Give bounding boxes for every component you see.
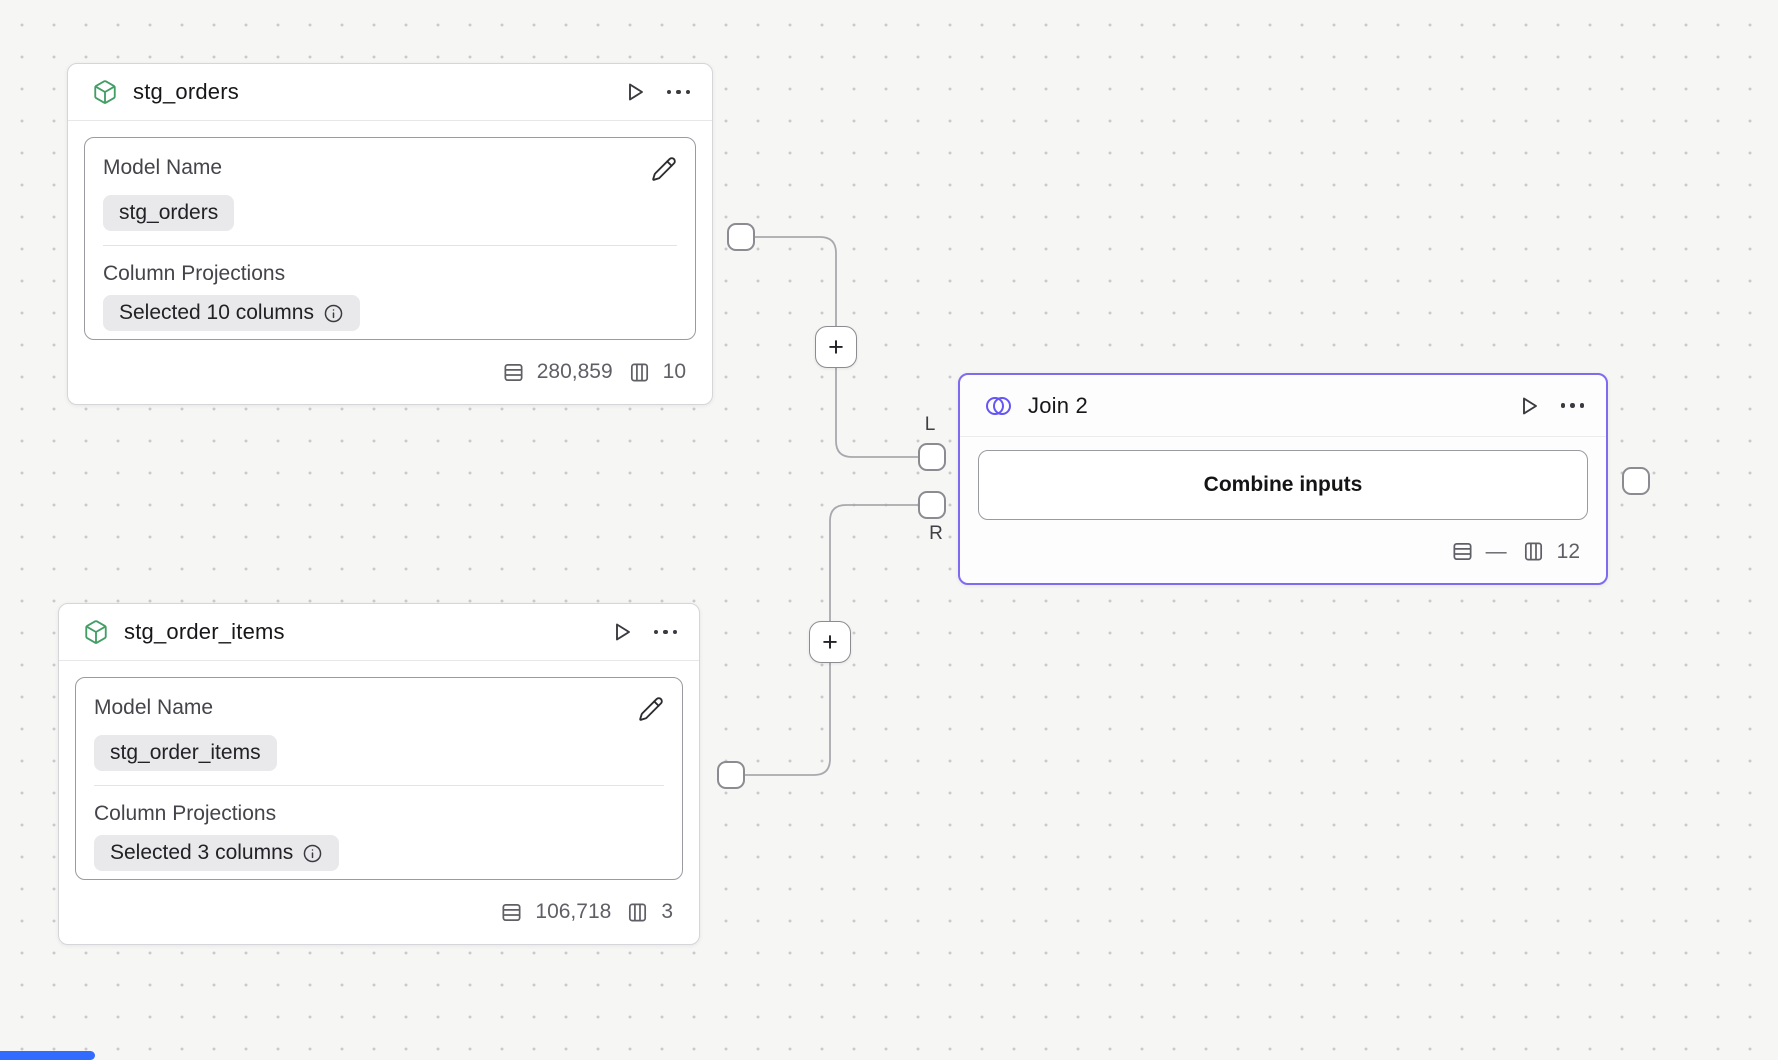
node-title: stg_order_items bbox=[124, 619, 285, 644]
output-port-stg-order-items[interactable] bbox=[717, 761, 745, 789]
join-circles-icon bbox=[984, 394, 1013, 418]
add-node-on-wire-button[interactable]: + bbox=[815, 326, 857, 368]
run-node-button[interactable] bbox=[1517, 394, 1541, 418]
column-projections-badge[interactable]: Selected 3 columns bbox=[94, 835, 340, 871]
node-stg-orders-header: stg_orders bbox=[68, 64, 712, 121]
add-node-on-wire-button[interactable]: + bbox=[809, 621, 851, 663]
node-stg-order-items-header: stg_order_items bbox=[59, 604, 699, 661]
node-stg-order-items[interactable]: stg_order_items Model Name stg_order_ite… bbox=[58, 603, 700, 945]
node-join-2[interactable]: Join 2 Combine inputs — 12 bbox=[958, 373, 1608, 585]
node-config-card: Model Name stg_order_items Column Projec… bbox=[75, 677, 683, 880]
info-icon bbox=[303, 844, 322, 862]
field-label: Model Name bbox=[94, 696, 214, 719]
model-name-badge[interactable]: stg_order_items bbox=[94, 735, 277, 771]
row-count: 280,859 bbox=[536, 360, 613, 383]
rows-icon bbox=[502, 361, 525, 384]
edit-pencil-icon[interactable] bbox=[651, 156, 677, 187]
info-icon bbox=[324, 304, 343, 322]
field-label: Model Name bbox=[103, 156, 223, 179]
node-stats-footer: 106,718 3 bbox=[59, 880, 699, 944]
run-node-button[interactable] bbox=[610, 620, 634, 644]
divider bbox=[94, 785, 664, 786]
node-title: stg_orders bbox=[133, 79, 239, 104]
join-input-port-right[interactable] bbox=[918, 491, 946, 519]
join-input-port-left[interactable] bbox=[918, 443, 946, 471]
field-label: Column Projections bbox=[103, 262, 286, 285]
node-menu-button[interactable] bbox=[1560, 399, 1584, 412]
row-count: — bbox=[1485, 539, 1507, 563]
model-name-badge[interactable]: stg_orders bbox=[103, 195, 235, 231]
node-join-header: Join 2 bbox=[960, 375, 1606, 437]
row-count: 106,718 bbox=[535, 900, 612, 923]
columns-icon bbox=[626, 901, 649, 924]
node-stg-orders[interactable]: stg_orders Model Name stg_orders Column … bbox=[67, 63, 713, 405]
model-cube-icon bbox=[92, 79, 118, 105]
node-config-card: Model Name stg_orders Column Projections… bbox=[84, 137, 696, 340]
columns-icon bbox=[1522, 540, 1545, 563]
horizontal-scrollbar[interactable] bbox=[0, 1051, 95, 1060]
model-cube-icon bbox=[83, 619, 109, 645]
column-count: 3 bbox=[661, 900, 673, 923]
left-input-label: L bbox=[924, 414, 936, 435]
combine-inputs-button[interactable]: Combine inputs bbox=[978, 450, 1588, 520]
node-menu-button[interactable] bbox=[666, 86, 690, 99]
columns-icon bbox=[628, 361, 651, 384]
rows-icon bbox=[1451, 540, 1474, 563]
output-port-join[interactable] bbox=[1622, 467, 1650, 495]
column-projections-badge[interactable]: Selected 10 columns bbox=[103, 295, 360, 331]
column-count: 12 bbox=[1556, 539, 1580, 563]
divider bbox=[103, 245, 677, 246]
right-input-label: R bbox=[929, 523, 943, 544]
node-menu-button[interactable] bbox=[653, 626, 677, 639]
node-title: Join 2 bbox=[1028, 392, 1088, 418]
column-count: 10 bbox=[662, 360, 686, 383]
node-stats-footer: — 12 bbox=[960, 520, 1606, 583]
run-node-button[interactable] bbox=[623, 80, 647, 104]
output-port-stg-orders[interactable] bbox=[727, 223, 755, 251]
rows-icon bbox=[500, 901, 523, 924]
edit-pencil-icon[interactable] bbox=[638, 696, 664, 727]
node-stats-footer: 280,859 10 bbox=[68, 340, 712, 404]
field-label: Column Projections bbox=[94, 802, 277, 825]
